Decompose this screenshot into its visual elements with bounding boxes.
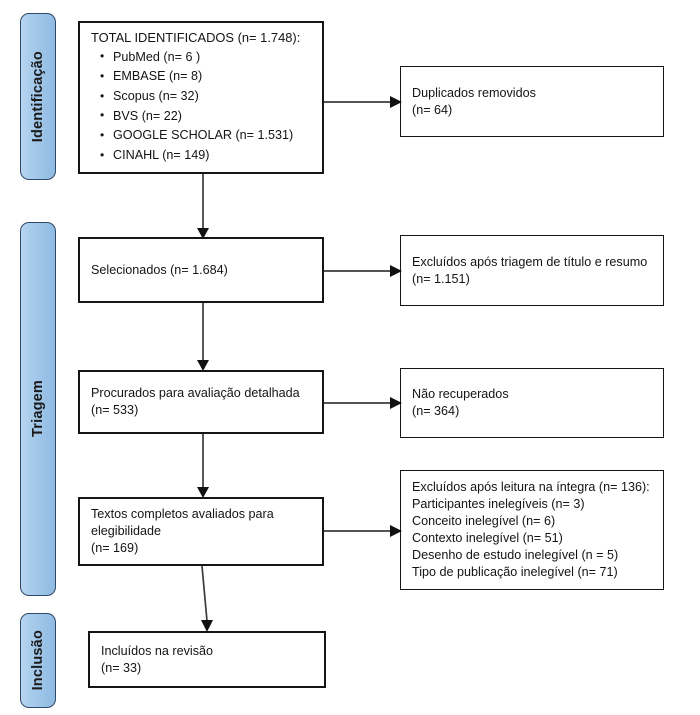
connector-assessed-to-excluded-fulltext [324,525,402,537]
box-total-identificados-content: TOTAL IDENTIFICADOS (n= 1.748): PubMed (… [80,29,322,165]
connector-identified-to-screened [197,174,209,239]
connector-screened-to-sought [197,303,209,371]
included-line-1: Incluídos na revisão [101,643,214,658]
list-item: EMBASE (n= 8) [100,67,311,87]
connector-sought-to-assessed [197,434,209,498]
excluded-fulltext-reason: Conceito inelegível (n= 6) [412,514,556,529]
excluded-screening-line-1: Excluídos após triagem de título e resum… [412,254,648,269]
box-textos-completos-content: Textos completos avaliados para elegibil… [80,506,322,557]
box-incluidos-revisao: Incluídos na revisão (n= 33) [88,631,326,688]
list-item: GOOGLE SCHOLAR (n= 1.531) [100,126,311,146]
stage-bar-inclusao: Inclusão [20,613,56,708]
list-item: CINAHL (n= 149) [100,146,311,166]
box-selecionados-content: Selecionados (n= 1.684) [80,262,322,279]
sought-line-2: (n= 533) [91,403,139,417]
box-nao-recuperados: Não recuperados (n= 364) [400,368,664,438]
excluded-fulltext-title: Excluídos após leitura na íntegra (n= 13… [412,480,650,495]
list-item: BVS (n= 22) [100,106,311,127]
stage-bar-triagem: Triagem [20,222,56,596]
excluded-fulltext-reason: Desenho de estudo inelegível (n = 5) [412,547,619,562]
assessed-line-3: (n= 169) [91,540,139,555]
list-item: PubMed (n= 6 ) [100,47,311,68]
assessed-line-2: elegibilidade [91,524,162,539]
excluded-fulltext-reason: Tipo de publicação inelegível (n= 71) [412,564,618,579]
connector-sought-to-not-retrieved [324,397,402,409]
excluded-fulltext-reason: Contexto inelegível (n= 51) [412,531,563,545]
sought-line-1: Procurados para avaliação detalhada [91,386,300,401]
assessed-line-1: Textos completos avaliados para [91,507,274,522]
connector-assessed-to-included [201,565,213,632]
identified-title: TOTAL IDENTIFICADOS (n= 1.748): [91,30,301,46]
screened-line-1: Selecionados (n= 1.684) [91,262,228,277]
box-nao-recuperados-content: Não recuperados (n= 364) [401,386,663,420]
stage-label-inclusao: Inclusão [30,630,46,691]
included-line-2: (n= 33) [101,660,142,675]
stage-label-triagem: Triagem [30,380,46,438]
box-excluidos-leitura-integra-content: Excluídos após leitura na íntegra (n= 13… [401,479,663,580]
stage-label-identificacao: Identificação [30,50,46,143]
excluded-fulltext-reason: Participantes inelegíveis (n= 3) [412,497,585,512]
box-excluidos-leitura-integra: Excluídos após leitura na íntegra (n= 13… [400,470,664,590]
not-retrieved-line-1: Não recuperados [412,387,509,402]
list-item: Scopus (n= 32) [100,87,311,107]
connector-identified-to-duplicates [324,96,402,108]
box-duplicados-removidos-content: Duplicados removidos (n= 64) [401,85,663,119]
box-duplicados-removidos: Duplicados removidos (n= 64) [400,66,664,137]
connector-screened-to-excluded [324,265,402,277]
box-excluidos-triagem: Excluídos após triagem de título e resum… [400,235,664,306]
identified-source-list: PubMed (n= 6 ) EMBASE (n= 8) Scopus (n= … [91,47,311,166]
box-total-identificados: TOTAL IDENTIFICADOS (n= 1.748): PubMed (… [78,21,324,174]
box-incluidos-revisao-content: Incluídos na revisão (n= 33) [90,643,324,677]
stage-bar-identificacao: Identificação [20,13,56,180]
box-procurados-avaliacao-content: Procurados para avaliação detalhada (n= … [80,385,322,419]
not-retrieved-line-2: (n= 364) [412,404,460,418]
box-textos-completos: Textos completos avaliados para elegibil… [78,497,324,566]
box-procurados-avaliacao: Procurados para avaliação detalhada (n= … [78,370,324,434]
box-excluidos-triagem-content: Excluídos após triagem de título e resum… [401,254,663,288]
duplicates-line-1: Duplicados removidos [412,85,536,100]
box-selecionados: Selecionados (n= 1.684) [78,237,324,303]
duplicates-line-2: (n= 64) [412,102,453,117]
excluded-screening-line-2: (n= 1.151) [412,271,470,286]
